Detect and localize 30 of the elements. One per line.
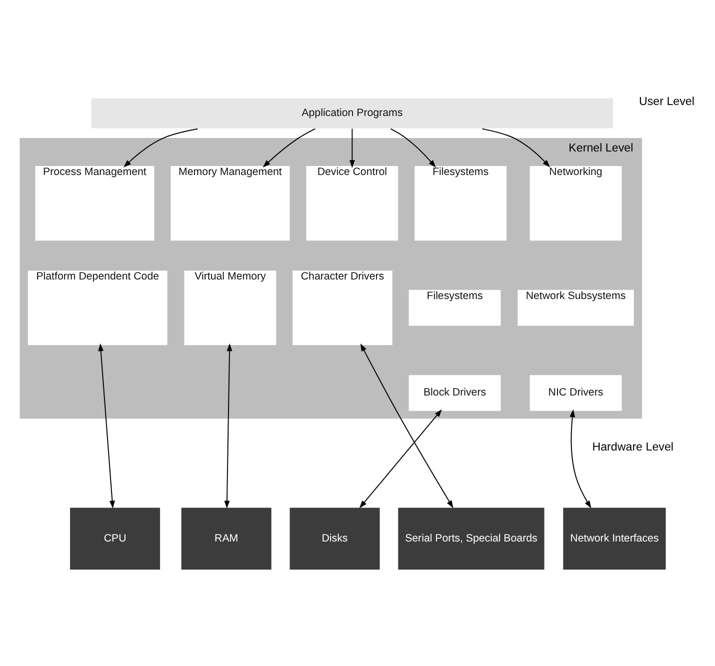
arrow (360, 343, 454, 508)
node-box: Disks (288, 506, 381, 571)
node-box: NIC Drivers (530, 375, 622, 411)
arrow (390, 128, 436, 168)
node-box: Block Drivers (408, 375, 501, 411)
node-box: Network Interfaces (562, 506, 667, 571)
node-box: RAM (180, 506, 272, 571)
arrow (359, 409, 442, 508)
node-box: Virtual Memory (184, 270, 276, 346)
node-box: Device Control (306, 166, 398, 241)
node-box: Network Subsystems (518, 290, 634, 326)
node-box: Process Management (35, 166, 154, 241)
node-box: Filesystems (414, 166, 507, 241)
arrow (124, 128, 198, 168)
arrow (570, 409, 592, 508)
node-box: Serial Ports, Special Boards (397, 506, 546, 571)
node-box: Filesystems (408, 290, 501, 326)
label: Hardware Level (592, 440, 674, 454)
arrow (482, 128, 550, 168)
node-box: Character Drivers (292, 270, 392, 346)
label: User Level (638, 95, 694, 108)
arrow (262, 128, 316, 168)
node-box: CPU (69, 506, 162, 571)
arrow (98, 343, 115, 508)
node-box: Platform Dependent Code (28, 270, 168, 346)
node-box: Application Programs (90, 97, 614, 130)
node-box: Memory Management (170, 166, 290, 241)
arrow (224, 343, 232, 508)
arrow (349, 128, 355, 168)
node-box: Networking (530, 166, 622, 241)
